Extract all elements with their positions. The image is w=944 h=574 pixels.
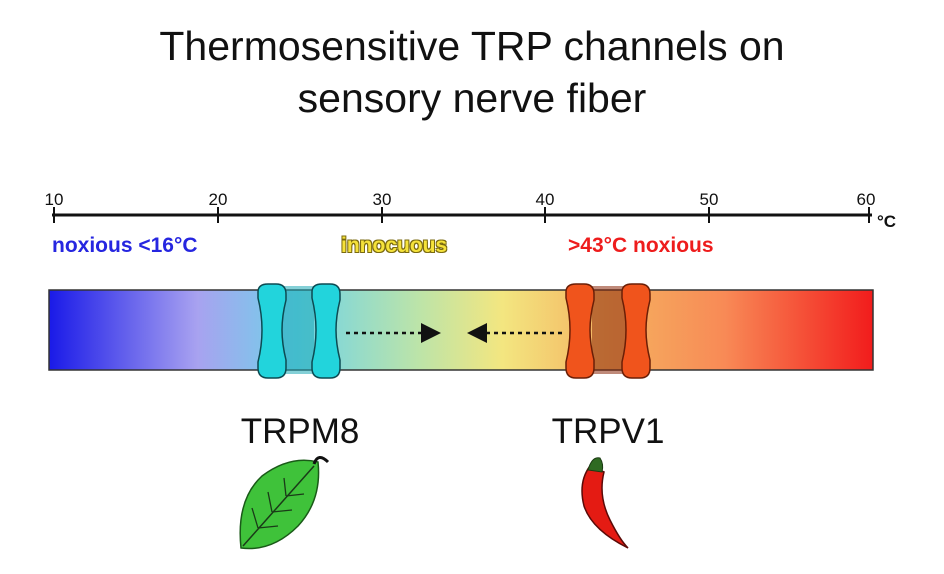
axis-ticks bbox=[53, 207, 870, 223]
tick-label-10: 10 bbox=[44, 190, 64, 209]
tick-label-60: 60 bbox=[856, 190, 876, 209]
tick-label-50: 50 bbox=[699, 190, 719, 209]
tick-label-40: 40 bbox=[535, 190, 555, 209]
title-line-2: sensory nerve fiber bbox=[297, 75, 647, 121]
temperature-unit: °C bbox=[877, 212, 897, 231]
trpm8-channel-icon bbox=[257, 283, 341, 379]
tick-label-30: 30 bbox=[372, 190, 392, 209]
tick-label-20: 20 bbox=[208, 190, 228, 209]
trpv1-label: TRPV1 bbox=[551, 412, 665, 451]
nerve-fiber-bar bbox=[48, 289, 874, 371]
zone-cold-label: noxious <16°C bbox=[52, 234, 198, 257]
trpv1-channel-icon bbox=[565, 283, 651, 379]
zone-innocuous-label: innocuous bbox=[341, 234, 448, 257]
mint-leaf-icon bbox=[239, 456, 330, 550]
page-title: Thermosensitive TRP channels on sensory … bbox=[0, 20, 944, 124]
zone-hot-label: >43°C noxious bbox=[568, 234, 714, 257]
trpm8-label: TRPM8 bbox=[240, 412, 360, 451]
title-line-1: Thermosensitive TRP channels on bbox=[159, 23, 785, 69]
chili-pepper-icon bbox=[581, 457, 629, 549]
